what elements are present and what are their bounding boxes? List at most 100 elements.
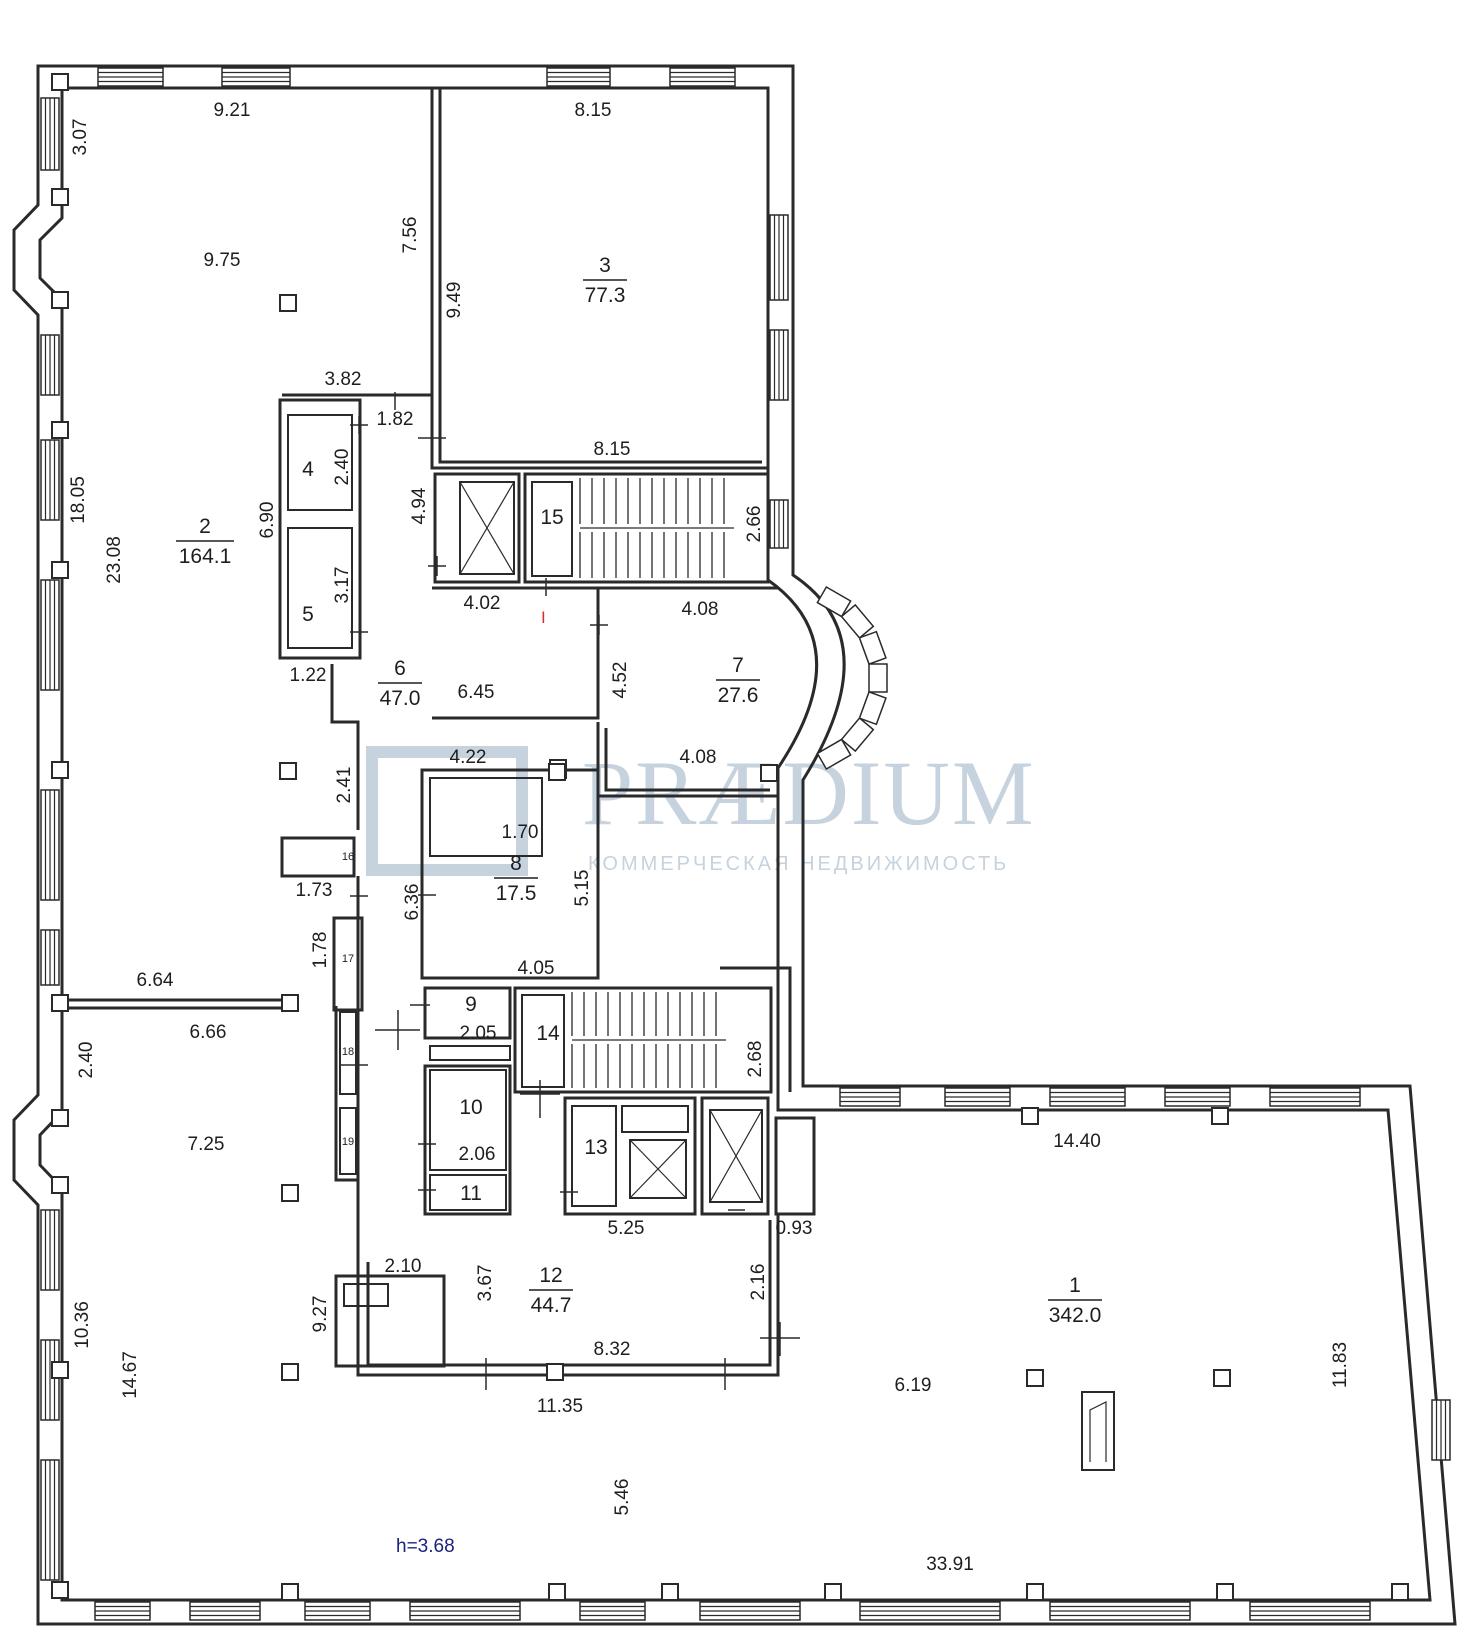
dimension-label: 1.22 xyxy=(290,665,327,686)
elevator-lower-1 xyxy=(629,1139,687,1199)
column xyxy=(760,764,778,782)
wall-elevator-upper xyxy=(433,472,521,584)
outer-wall xyxy=(12,64,1457,1626)
column xyxy=(51,1176,69,1194)
room-6-number: 6 xyxy=(394,657,406,680)
dimension-label: 2.05 xyxy=(460,1023,497,1044)
watermark-tagline: КОММЕРЧЕСКАЯ НЕДВИЖИМОСТЬ xyxy=(588,853,1009,875)
dimension-label: 4.52 xyxy=(610,662,631,699)
dimension-label: 18.05 xyxy=(68,476,89,524)
wall-room-9 xyxy=(423,986,512,1040)
room-16-number: 16 xyxy=(342,851,354,863)
column xyxy=(281,1184,299,1202)
column xyxy=(51,561,69,579)
wall-room-13 xyxy=(563,1096,697,1216)
wall-stair-14 xyxy=(513,986,773,1094)
dimension-label: 4.08 xyxy=(682,599,719,620)
wall-room-16 xyxy=(280,836,356,878)
column xyxy=(279,762,297,780)
column xyxy=(51,761,69,779)
column xyxy=(51,1109,69,1127)
column xyxy=(1391,1583,1409,1601)
window xyxy=(858,690,887,726)
column xyxy=(281,1363,299,1381)
elevator-upper-car xyxy=(459,481,515,575)
dimension-label: 10.36 xyxy=(72,1301,93,1349)
room-5-number: 5 xyxy=(302,603,314,626)
room-6-area: 47.0 xyxy=(380,687,421,710)
room-12-area: 44.7 xyxy=(531,1294,572,1317)
window xyxy=(858,630,887,666)
dimension-label: 9.75 xyxy=(204,250,241,271)
column xyxy=(1026,1369,1044,1387)
window xyxy=(816,738,852,771)
column xyxy=(1213,1369,1231,1387)
wall-room-6 xyxy=(432,586,600,720)
room-labels: 1 342.0 2 164.1 3 77.3 4 5 6 47.0 7 27.6… xyxy=(176,254,1102,1327)
dimension-label: 6.45 xyxy=(458,682,495,703)
wall-room-8 xyxy=(420,768,600,980)
room-13-shaft-top xyxy=(621,1105,689,1133)
room-3-number: 3 xyxy=(599,254,611,277)
dimension-label: 5.46 xyxy=(612,1479,633,1516)
dimension-label: 6.66 xyxy=(190,1022,227,1043)
stairs xyxy=(571,478,734,1088)
dimension-label: 11.35 xyxy=(537,1396,583,1417)
room-2-area: 164.1 xyxy=(179,545,232,568)
room-1-number: 1 xyxy=(1069,1274,1081,1297)
dimension-label: 6.19 xyxy=(895,1375,932,1396)
room-13-box xyxy=(571,1105,617,1207)
dimension-label: 1.78 xyxy=(310,932,331,969)
room-7-area: 27.6 xyxy=(718,684,759,707)
dimension-label: 9.49 xyxy=(444,282,465,319)
dimension-label: 3.82 xyxy=(325,369,362,390)
dimension-label: 7.56 xyxy=(400,217,421,254)
dimension-label: 4.02 xyxy=(464,593,501,614)
room-8-area: 17.5 xyxy=(496,882,537,905)
wall-room-17 xyxy=(332,916,364,1012)
dimension-label: 2.41 xyxy=(334,767,355,804)
windows xyxy=(40,67,1451,1621)
dimension-label: 5.15 xyxy=(572,870,593,907)
room-7-number: 7 xyxy=(732,654,744,677)
columns xyxy=(51,73,1409,1601)
dimension-label: 6.36 xyxy=(402,884,423,921)
column xyxy=(51,421,69,439)
room-18-number: 18 xyxy=(342,1046,354,1058)
ceiling-height-note: h=3.68 xyxy=(396,1536,455,1557)
wall-room-12-inner xyxy=(366,1220,772,1367)
wall-corridor-left xyxy=(330,664,360,830)
room-12-closet-inner xyxy=(343,1283,389,1307)
dimension-label: 8.15 xyxy=(575,100,612,121)
dimension-label: 2.16 xyxy=(748,1264,769,1301)
interior-walls xyxy=(62,88,1115,1471)
room-11-number: 11 xyxy=(460,1182,482,1205)
room-12-number: 12 xyxy=(539,1264,562,1287)
column xyxy=(824,1583,842,1601)
room-5-box xyxy=(287,527,353,649)
window xyxy=(840,716,875,753)
column xyxy=(51,188,69,206)
column xyxy=(546,1363,564,1381)
dimension-label: 11.83 xyxy=(1330,1342,1351,1388)
room-1-fixture xyxy=(1081,1391,1115,1471)
dimension-label: 23.08 xyxy=(104,536,125,584)
wall-elevator-lower-2 xyxy=(700,1096,770,1216)
wall-room-3-inner xyxy=(438,88,762,464)
column xyxy=(279,294,297,312)
stair-15-landing xyxy=(531,481,573,577)
room-9-number: 9 xyxy=(465,993,477,1016)
wall-room-3 xyxy=(430,88,768,470)
column xyxy=(548,763,566,781)
wall-corridor-18-19 xyxy=(334,1006,358,1182)
column xyxy=(51,291,69,309)
room-19-box xyxy=(339,1107,357,1175)
dimension-label: 1.73 xyxy=(296,880,333,901)
window xyxy=(840,603,875,640)
room-1-area: 342.0 xyxy=(1049,1304,1102,1327)
room-17-number: 17 xyxy=(342,953,354,965)
wall-stair-15 xyxy=(523,472,770,584)
dimension-label: 33.91 xyxy=(926,1554,974,1575)
wall-room-7-bottom-inner xyxy=(604,728,770,792)
